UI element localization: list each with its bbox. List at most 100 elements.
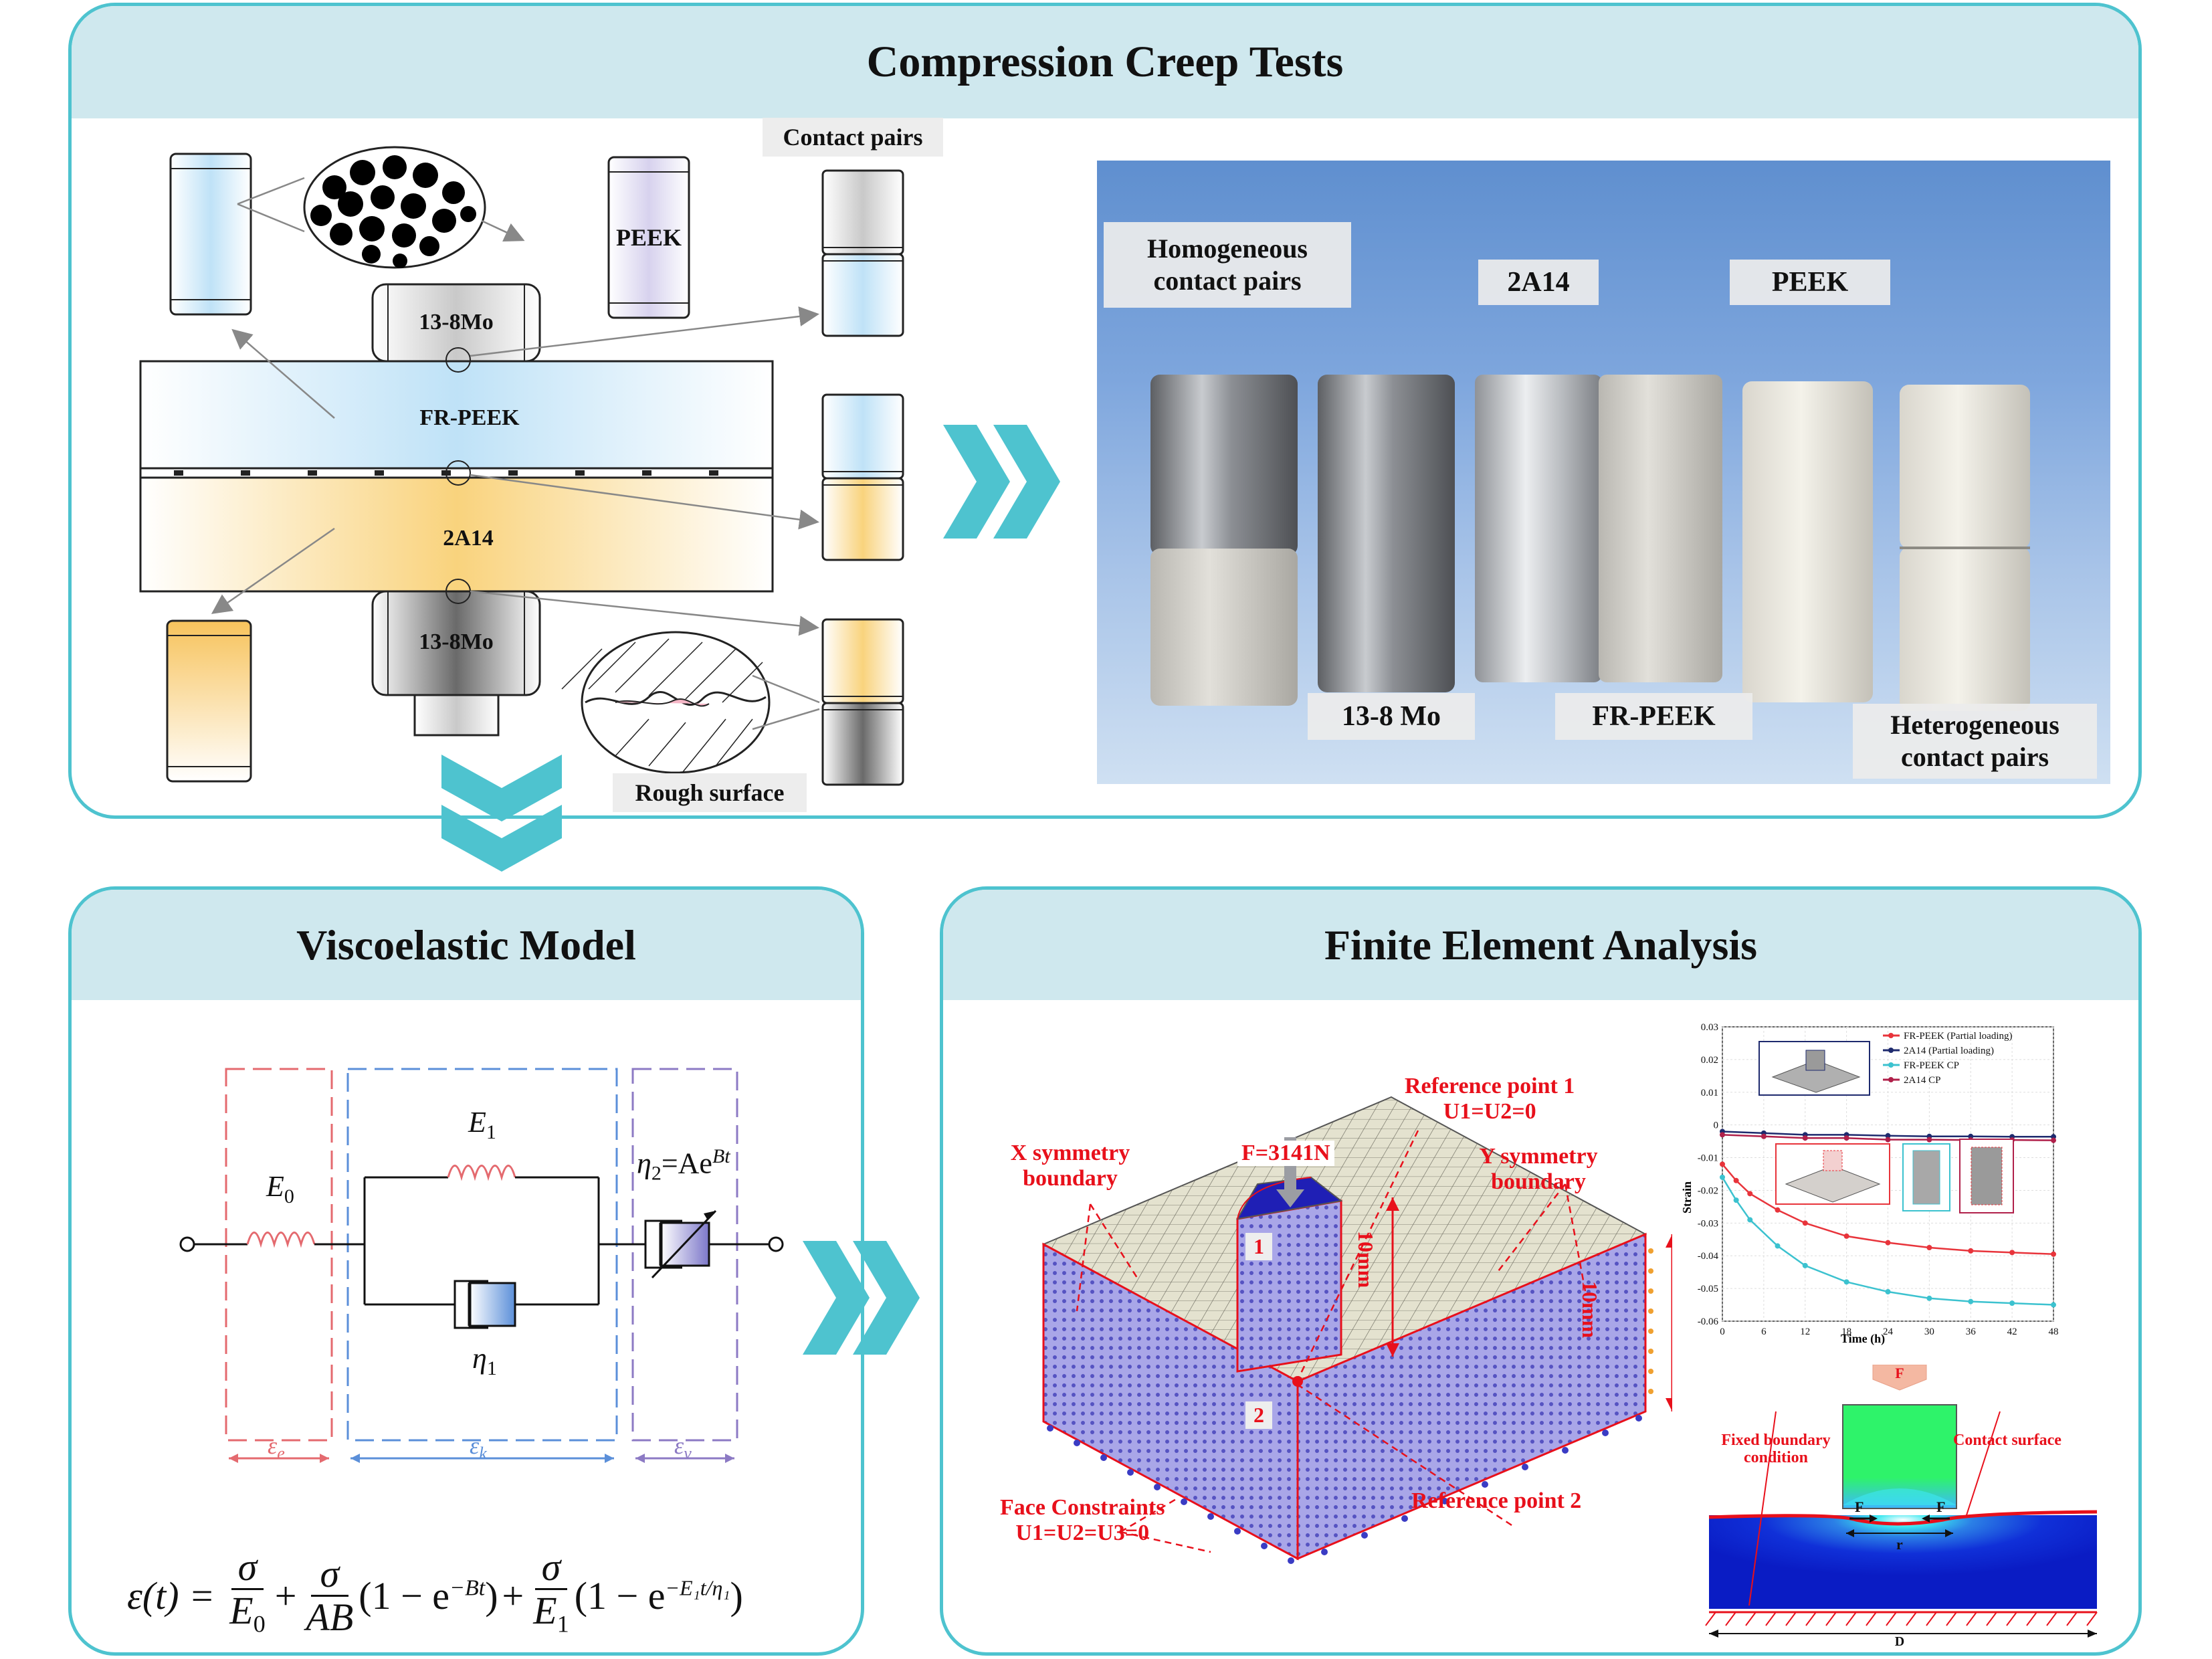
peek-label: PEEK [616, 224, 682, 251]
chart-point [2051, 1251, 2056, 1257]
chart-point [1720, 1161, 1725, 1167]
contact-d-label: D [1895, 1634, 1904, 1646]
chart-point [2051, 1137, 2056, 1143]
mo-bottom-label: 13-8Mo [419, 629, 493, 654]
chart-xtick-label: 36 [1966, 1327, 1977, 1337]
chart-point [2009, 1300, 2015, 1306]
fr-peek-plate-label: FR-PEEK [419, 405, 520, 430]
photo-mo-cylinder [1318, 375, 1455, 692]
label-eta2: η2=AeBt [637, 1145, 730, 1185]
a2a14-plate-label: 2A14 [443, 526, 494, 551]
spring-e0-icon [246, 1232, 316, 1248]
fraction-3: σ E1 [533, 1545, 569, 1638]
fea-dim2-label: 10mm [1578, 1281, 1602, 1339]
chart-legend-marker [1888, 1048, 1894, 1053]
fraction-1: σ E0 [229, 1545, 266, 1638]
photo-heterogeneous-label: Heterogeneous contact pairs [1853, 704, 2097, 779]
photo-mo-label: 13-8 Mo [1308, 693, 1475, 740]
chart-point [1720, 1132, 1725, 1138]
chevron-right-icon [803, 1241, 920, 1355]
fea-ref2-label: Reference point 2 [1411, 1488, 1582, 1513]
panel-header: Finite Element Analysis [943, 890, 2138, 1000]
contact-pair-mo-frpeek [821, 169, 904, 337]
contact-f-left: F [1855, 1498, 1864, 1515]
chart-point [1802, 1262, 1808, 1268]
fr-peek-cylinder [169, 153, 252, 316]
chart-point [1843, 1233, 1849, 1239]
chart-point [2051, 1302, 2056, 1308]
chart-point [1968, 1248, 1974, 1254]
photo-heterogeneous-pair [1900, 385, 2030, 711]
chart-point [1926, 1295, 1932, 1301]
chart-point [2009, 1250, 2015, 1256]
equation-lhs: ε(t) = [127, 1573, 215, 1618]
chart-legend-marker [1888, 1077, 1894, 1082]
chevron-right-icon [943, 425, 1060, 539]
chart-point [1885, 1289, 1891, 1294]
chart-ytick-label: 0.02 [1701, 1055, 1718, 1066]
viscoelastic-diagram [179, 1068, 784, 1463]
label-e1: E1 [468, 1106, 496, 1143]
chart-point [1926, 1245, 1932, 1250]
chart-xlabel: Time (h) [1841, 1332, 1885, 1346]
contact-force-label: F [1895, 1365, 1904, 1381]
contact-pairs-label: Contact pairs [763, 118, 943, 157]
chart-ytick-label: -0.05 [1698, 1284, 1718, 1294]
chart-point [1775, 1207, 1781, 1213]
rough-surface-label: Rough surface [613, 773, 807, 812]
chart-ytick-label: -0.06 [1698, 1316, 1719, 1327]
photo-2a14-label: 2A14 [1478, 260, 1599, 305]
fea-dim1-label: 10mm [1354, 1231, 1378, 1288]
chart-point [1761, 1133, 1767, 1139]
label-eta1: η1 [472, 1342, 497, 1379]
fea-point-1: 1 [1245, 1233, 1272, 1260]
photo-homogeneous-pair [1150, 375, 1298, 706]
photo-homogeneous-label: Homogeneous contact pairs [1104, 222, 1351, 308]
fea-force-label: F=3141N [1237, 1141, 1334, 1166]
fea-xsym-label: X symmetry boundary [1010, 1141, 1130, 1191]
contact-contour: F F F r D [1705, 1365, 2098, 1646]
contact-surface-label: Contact surface [1953, 1432, 2062, 1449]
chart-ylabel: Strain [1680, 1181, 1694, 1213]
panel-header: Viscoelastic Model [72, 890, 861, 1000]
chart-ytick-label: -0.03 [1698, 1218, 1718, 1229]
chart-inset-block-icon [1758, 1041, 1870, 1096]
chart-legend-marker [1888, 1033, 1894, 1038]
chart-ytick-label: 0.03 [1701, 1022, 1718, 1033]
chart-xtick-label: 6 [1761, 1327, 1767, 1337]
chart-ytick-label: 0.01 [1701, 1088, 1718, 1098]
chart-ytick-label: -0.04 [1698, 1251, 1719, 1262]
photo-2a14-cylinder [1475, 375, 1602, 682]
creep-schematic: PEEK 13-8Mo FR-PEEK 2A14 13-8Mo [139, 146, 904, 786]
chart-point [1747, 1191, 1753, 1197]
chart-point [1843, 1279, 1849, 1285]
fr-peek-plate [139, 360, 774, 470]
rough-surface-icon [561, 631, 771, 774]
label-e0: E0 [266, 1170, 294, 1207]
chart-point [1885, 1137, 1891, 1143]
chart-legend-entry: 2A14 (Partial loading) [1904, 1046, 1994, 1056]
chart-point [1843, 1135, 1849, 1141]
photo-peek-cylinder [1742, 381, 1873, 702]
chart-point [1720, 1174, 1725, 1180]
contact-pair-frpeek-2a14 [821, 393, 904, 561]
a2a14-cylinder [166, 619, 252, 783]
contact-pair-2a14-mo [821, 618, 904, 786]
dashpot-eta2-icon [644, 1209, 717, 1279]
chart-legend-entry: FR-PEEK CP [1904, 1060, 1959, 1071]
chart-legend-entry: 2A14 CP [1904, 1075, 1940, 1086]
chart-ytick-label: 0 [1714, 1120, 1719, 1131]
fraction-2: σ AB [306, 1551, 354, 1639]
panel-header: Compression Creep Tests [72, 6, 2138, 118]
chart-point [1802, 1220, 1808, 1226]
photo-frpeek-cylinder [1599, 375, 1722, 682]
chart-point [1802, 1135, 1808, 1141]
chart-ytick-label: -0.02 [1698, 1185, 1718, 1196]
strain-chart: Strain Time (h) 0.030.020.010-0.01-0.02-… [1680, 1022, 2059, 1346]
spring-e1-icon [447, 1165, 516, 1181]
fea-mesh-model [1041, 1096, 1672, 1564]
panel-title: Finite Element Analysis [1324, 920, 1758, 969]
chart-xtick-label: 24 [1883, 1327, 1894, 1337]
chart-legend-entry: FR-PEEK (Partial loading) [1904, 1031, 2012, 1042]
